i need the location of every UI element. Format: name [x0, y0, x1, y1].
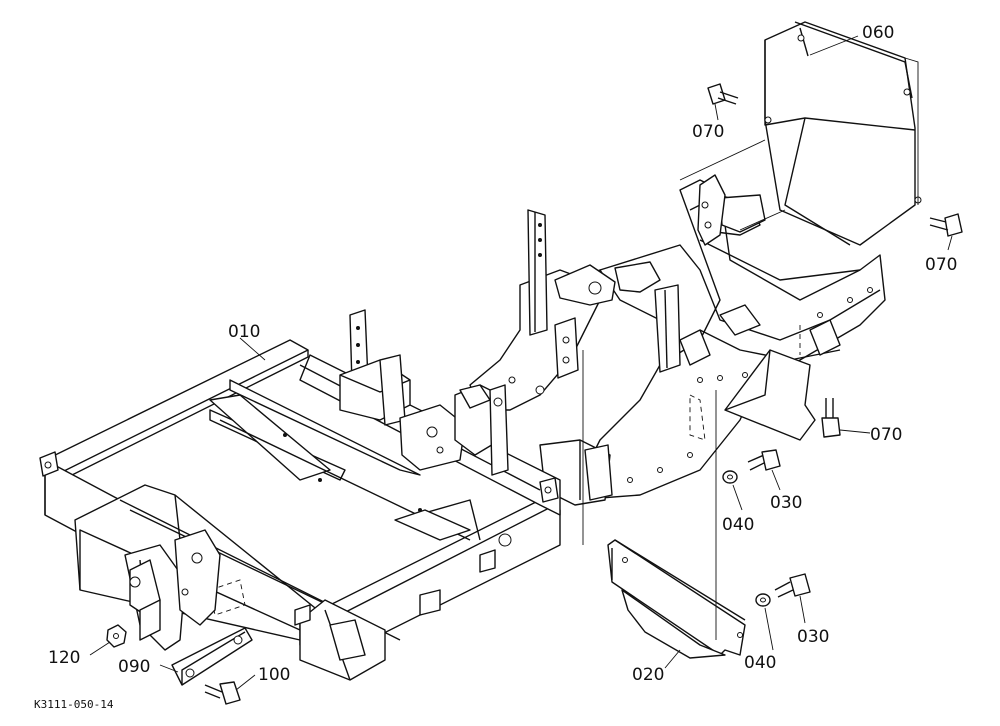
hitch-bracket[interactable] [124, 529, 221, 651]
callout-070-top: 070 [692, 122, 724, 142]
bolt-100[interactable] [204, 681, 241, 705]
callout-040-upper: 040 [722, 515, 754, 535]
part-060-cover[interactable] [764, 21, 922, 246]
assembly-guides [582, 139, 801, 640]
callout-030-lower: 030 [797, 627, 829, 647]
callout-labels: 060 070 070 070 010 030 040 030 040 020 … [34, 23, 957, 711]
callout-100: 100 [258, 665, 290, 685]
callout-030-upper: 030 [770, 493, 802, 513]
bolt-070-right[interactable] [929, 213, 963, 237]
nut-120[interactable] [106, 624, 127, 648]
callout-010: 010 [228, 322, 260, 342]
part-020-plate[interactable] [607, 539, 746, 659]
callout-090: 090 [118, 657, 150, 677]
callout-070-lower: 070 [870, 425, 902, 445]
drawing-code: K3111-050-14 [34, 698, 114, 711]
callout-060: 060 [862, 23, 894, 43]
bolt-070-lower[interactable] [821, 398, 841, 438]
callout-120: 120 [48, 648, 80, 668]
leader-lines [89, 35, 953, 691]
bolt-030-upper[interactable] [747, 449, 781, 471]
part-010-frame-rear[interactable] [559, 174, 886, 499]
washer-040-upper[interactable] [722, 470, 738, 484]
callout-040-lower: 040 [744, 653, 776, 673]
bolt-070-top[interactable] [707, 83, 739, 105]
washer-040-lower[interactable] [755, 593, 771, 607]
part-010-uprights[interactable] [339, 309, 509, 476]
bolt-030-lower[interactable] [774, 573, 811, 598]
callout-070-right: 070 [925, 255, 957, 275]
callout-020: 020 [632, 665, 664, 685]
part-090-link-plate[interactable] [171, 627, 253, 686]
